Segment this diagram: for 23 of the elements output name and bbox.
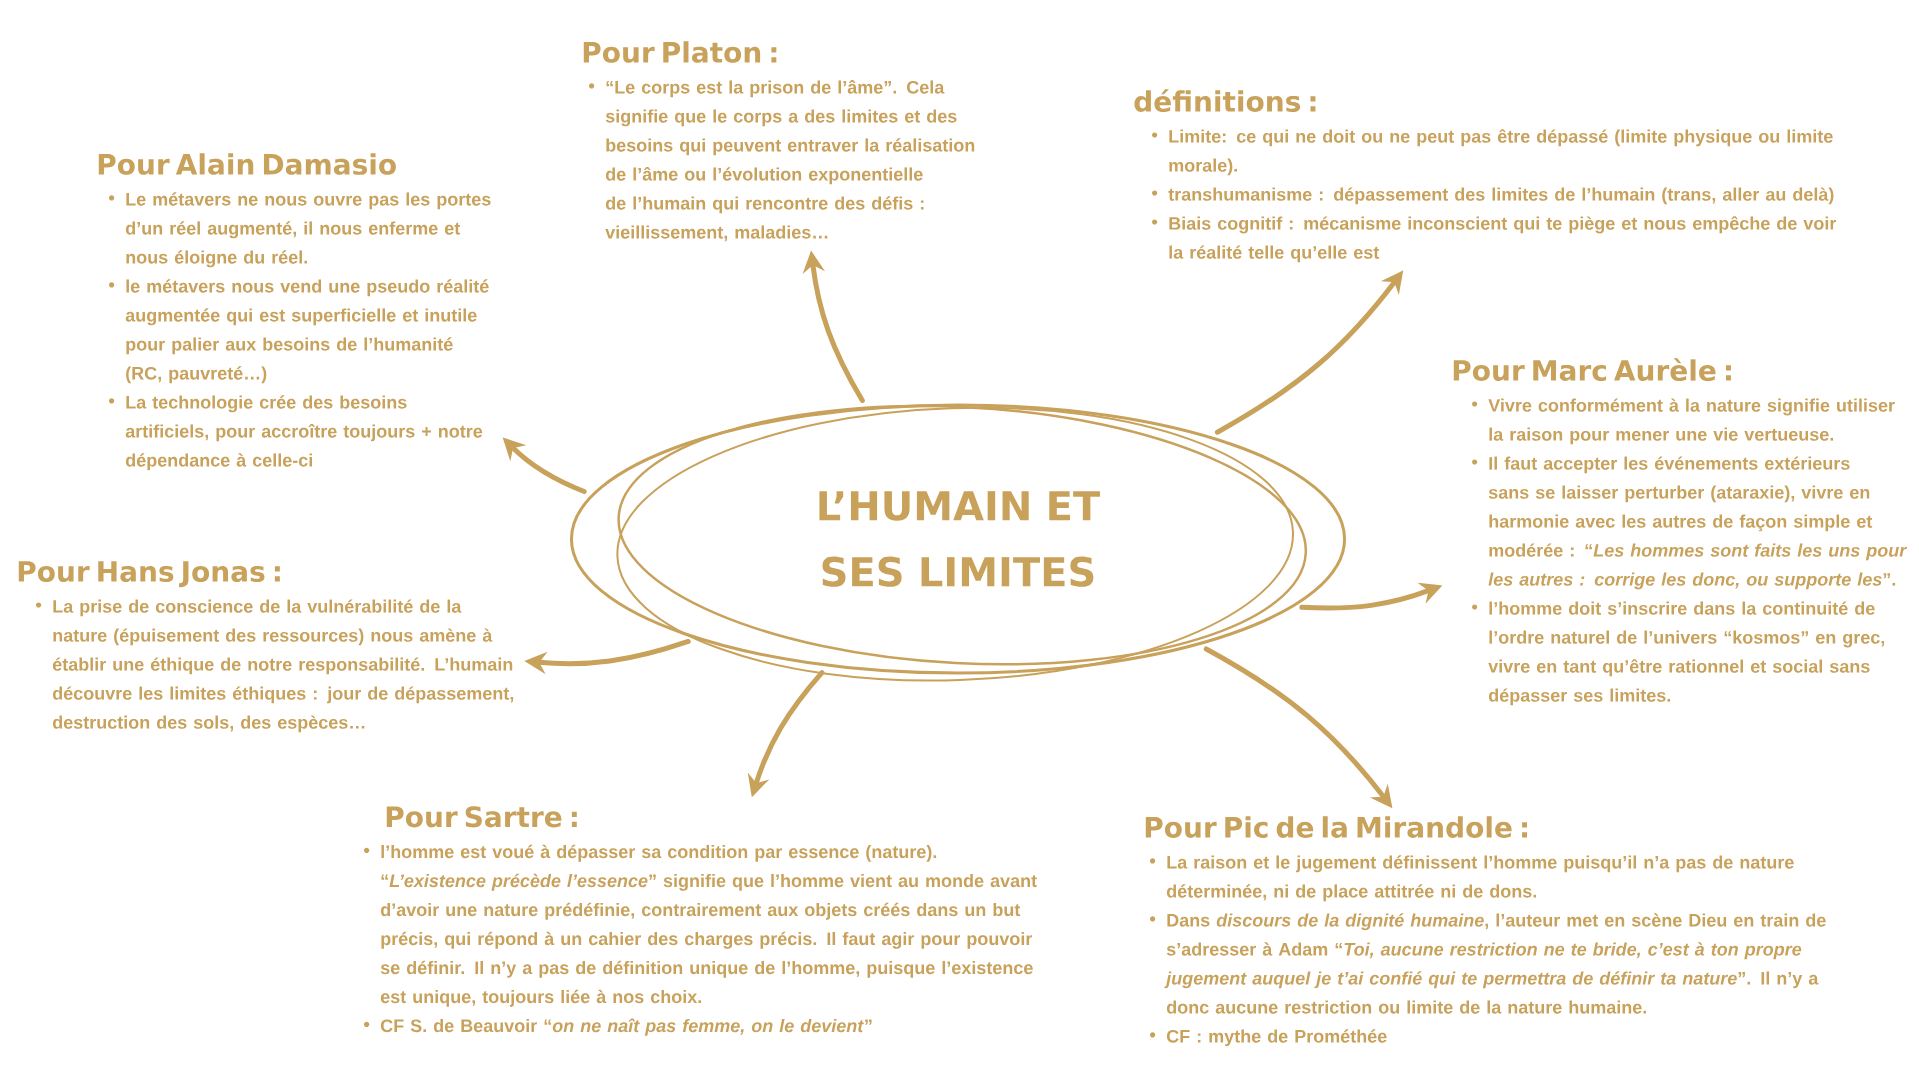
bullet-text: La prise de conscience de la vulnérabilité de la nature (épuisement des ressources) nous amène à établir une éthique de notre responsabilité. L’humain découvre les limites éthiques : jour de dépassement, destruction des sols, des espèces… xyxy=(52,599,514,733)
bullet-text: le métavers nous vend une pseudo réalité augmentée qui est superficielle et inutile pour palier aux besoins de l’humanité (RC, pauvreté…) xyxy=(125,279,489,384)
heading: Pour Marc Aurèle : xyxy=(1453,358,1731,381)
heading: définitions : xyxy=(1134,89,1316,112)
bullet-text: Dans discours de la dignité humaine, l’auteur met en scène Dieu en train de s’adresser à Adam “Toi, aucune restriction ne te bride, c’est à ton propre jugement auquel je t’ai confié qui te permettra de définir ta nature”. Il n’y a donc aucune restriction ou limite de la nature humaine. xyxy=(1164,913,1826,1014)
bullet-text: “Le corps est la prison de l’âme”. Cela signifie que le corps a des limites et des besoins qui peuvent entraver la réalisation de l’âme ou l’évolution exponentielle de l’humain qui rencontre des défis : vieillissement, maladies… xyxy=(605,80,975,242)
bullet-text: La technologie crée des besoins artificiels, pour accroître toujours + notre dépendance à celle-ci xyxy=(125,395,483,471)
heading: Pour Pic de la Mirandole : xyxy=(1145,816,1527,838)
bullet-text: Vivre conformément à la nature signifie utiliser la raison pour mener une vie vertueuse. xyxy=(1488,398,1895,445)
bullet-text: l’homme est voué à dépasser sa condition par essence (nature). “L’existence précède l’essence” signifie que l’homme vient au monde avant d’avoir une nature prédéfinie, contrairement aux objets créés dans un but précis, qui répond à un cahier des charges précis. Il faut agir pour pouvoir se définir. Il n’y a pas de définition unique de l’homme, puisque l’existence est unique, toujours liée à nos choix. xyxy=(380,844,1037,1007)
bullet-text: CF : mythe de Prométhée xyxy=(1166,1029,1387,1047)
bullet-text: CF S. de Beauvoir “on ne naît pas femme, on le devient” xyxy=(380,1018,872,1036)
heading: Pour Platon : xyxy=(583,41,777,63)
bullet-text: Il faut accepter les événements extérieurs sans se laisser perturber (ataraxie), vivre en harmonie avec les autres de façon simple et modérée : “Les hommes sont faits les uns pour les autres : corrige les donc, ou supporte les”. xyxy=(1488,456,1908,590)
bullet-text: Limite: ce qui ne doit ou ne peut pas être dépassé (limite physique ou limite morale). xyxy=(1169,129,1833,176)
bullet-text: l’homme doit s’inscrire dans la continuité de l’ordre naturel de l’univers “kosmos” en grec, vivre en tant qu’être rationnel et social sans dépasser ses limites. xyxy=(1488,601,1885,706)
heading: Pour Alain Damasio xyxy=(98,153,396,175)
bullet-text: transhumanisme : dépassement des limites de l’humain (trans, aller au delà) xyxy=(1168,187,1834,205)
bullet-text: Biais cognitif : mécanisme inconscient qui te piège et nous empêche de voir la réalité telle qu’elle est xyxy=(1169,216,1837,263)
heading: Pour Sartre : xyxy=(386,806,577,828)
heading: Pour Hans Jonas : xyxy=(18,561,280,588)
bullet-text: Le métavers ne nous ouvre pas les portes d’un réel augmenté, il nous enferme et nous éloigne du réel. xyxy=(125,192,491,268)
bullet-text: La raison et le jugement définissent l’homme puisqu’il n’a pas de nature déterminée, ni de place attitrée ni de dons. xyxy=(1166,855,1794,902)
